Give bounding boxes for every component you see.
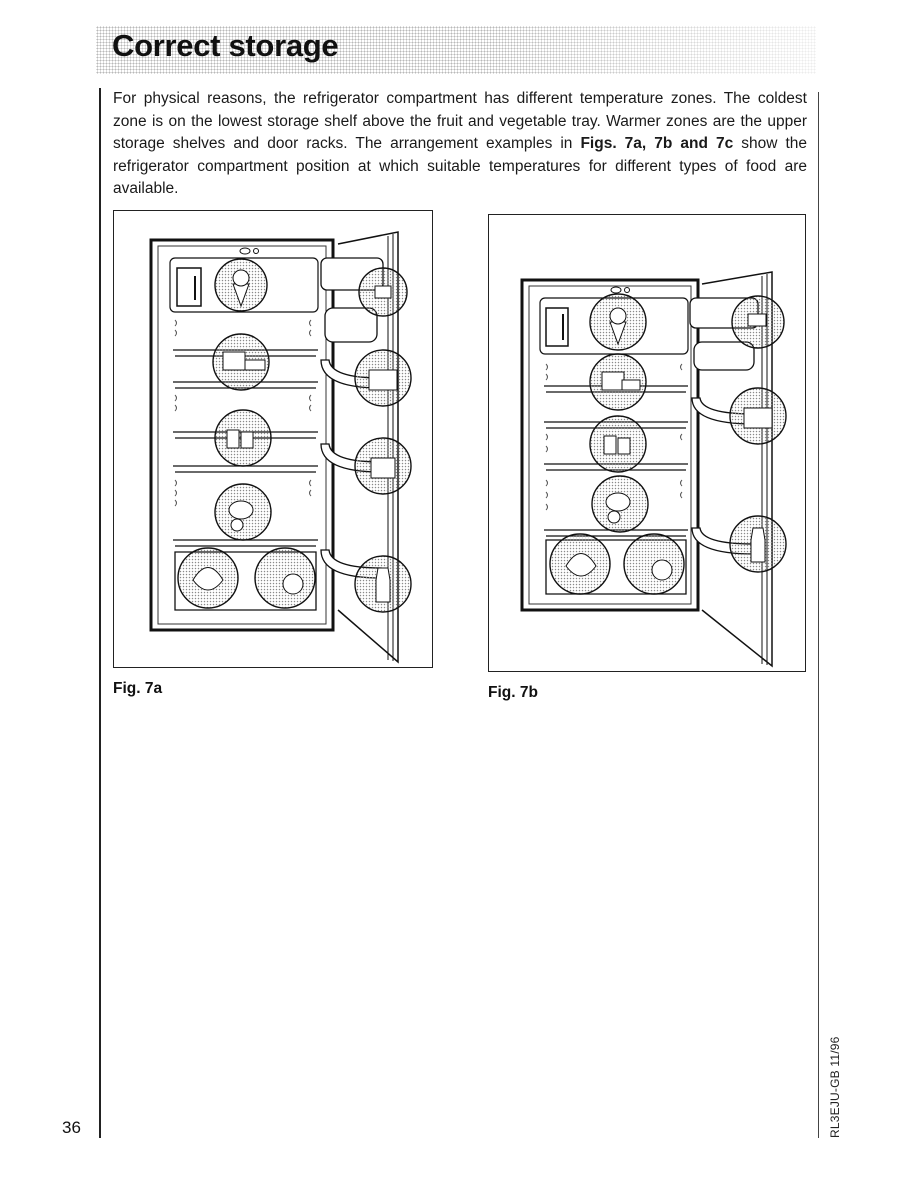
left-margin-rule bbox=[99, 88, 101, 1138]
figure-7b bbox=[488, 214, 806, 672]
intro-text-part1: For physical reasons, the refrigerator c… bbox=[113, 90, 807, 152]
figure-7b-caption: Fig. 7b bbox=[488, 684, 538, 701]
figure-7a-caption: Fig. 7a bbox=[113, 680, 163, 697]
figure-7a bbox=[113, 210, 433, 668]
document-code: RL3EJU-GB 11/96 bbox=[828, 1036, 842, 1139]
right-margin-rule bbox=[818, 92, 819, 1138]
intro-text-part2: show the refrigerator compartment positi… bbox=[113, 135, 807, 197]
intro-paragraph: For physical reasons, the refrigerator c… bbox=[113, 88, 807, 201]
page-title: Correct storage bbox=[112, 28, 339, 63]
page-number: 36 bbox=[62, 1118, 81, 1137]
fridge-illustration-7a bbox=[113, 210, 433, 668]
intro-figure-reference: Figs. 7a, 7b and 7c bbox=[580, 135, 734, 152]
title-band bbox=[96, 26, 816, 74]
fridge-illustration-7b bbox=[488, 214, 806, 672]
